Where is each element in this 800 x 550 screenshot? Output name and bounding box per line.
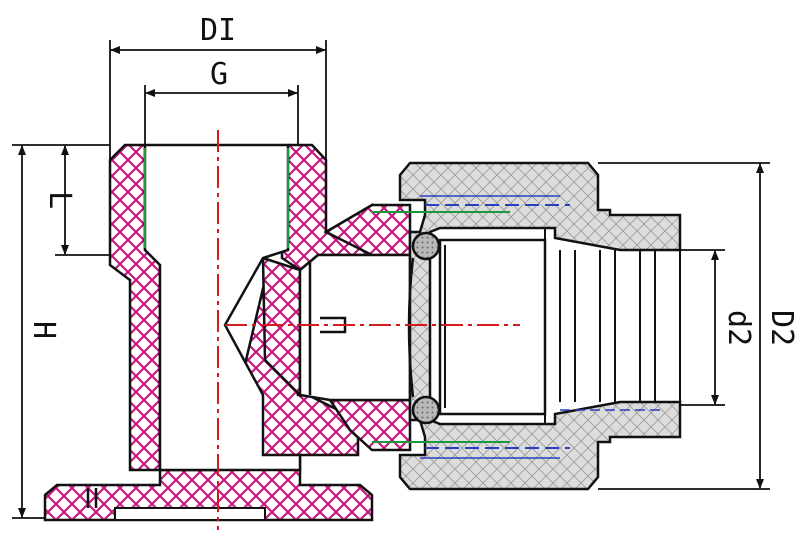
label-d2-inner: d2 — [721, 310, 756, 346]
nut-thread-bottom — [372, 409, 660, 459]
o-ring-seat — [407, 257, 415, 398]
nut-thread-top — [372, 195, 570, 213]
label-d2-outer: D2 — [764, 310, 799, 346]
branch-top-wall — [323, 203, 412, 257]
label-h: H — [26, 321, 61, 339]
o-ring-top — [411, 231, 441, 261]
socket-bore — [143, 143, 302, 472]
right-socket-wall — [280, 143, 374, 272]
dimension-arrows — [18, 46, 764, 518]
o-ring-bottom — [411, 395, 441, 425]
flange-slots — [86, 488, 98, 508]
centerlines — [217, 130, 520, 530]
label-l: L — [42, 191, 77, 209]
o-rings — [411, 231, 441, 425]
socket-thread — [144, 148, 289, 248]
pipe-insert — [438, 238, 547, 416]
dimension-lines — [12, 40, 770, 519]
label-g: G — [210, 57, 228, 92]
label-d1: DI — [200, 13, 236, 48]
flange-inset — [114, 507, 266, 521]
branch-bore — [298, 253, 412, 402]
nut-ribs — [544, 228, 681, 424]
